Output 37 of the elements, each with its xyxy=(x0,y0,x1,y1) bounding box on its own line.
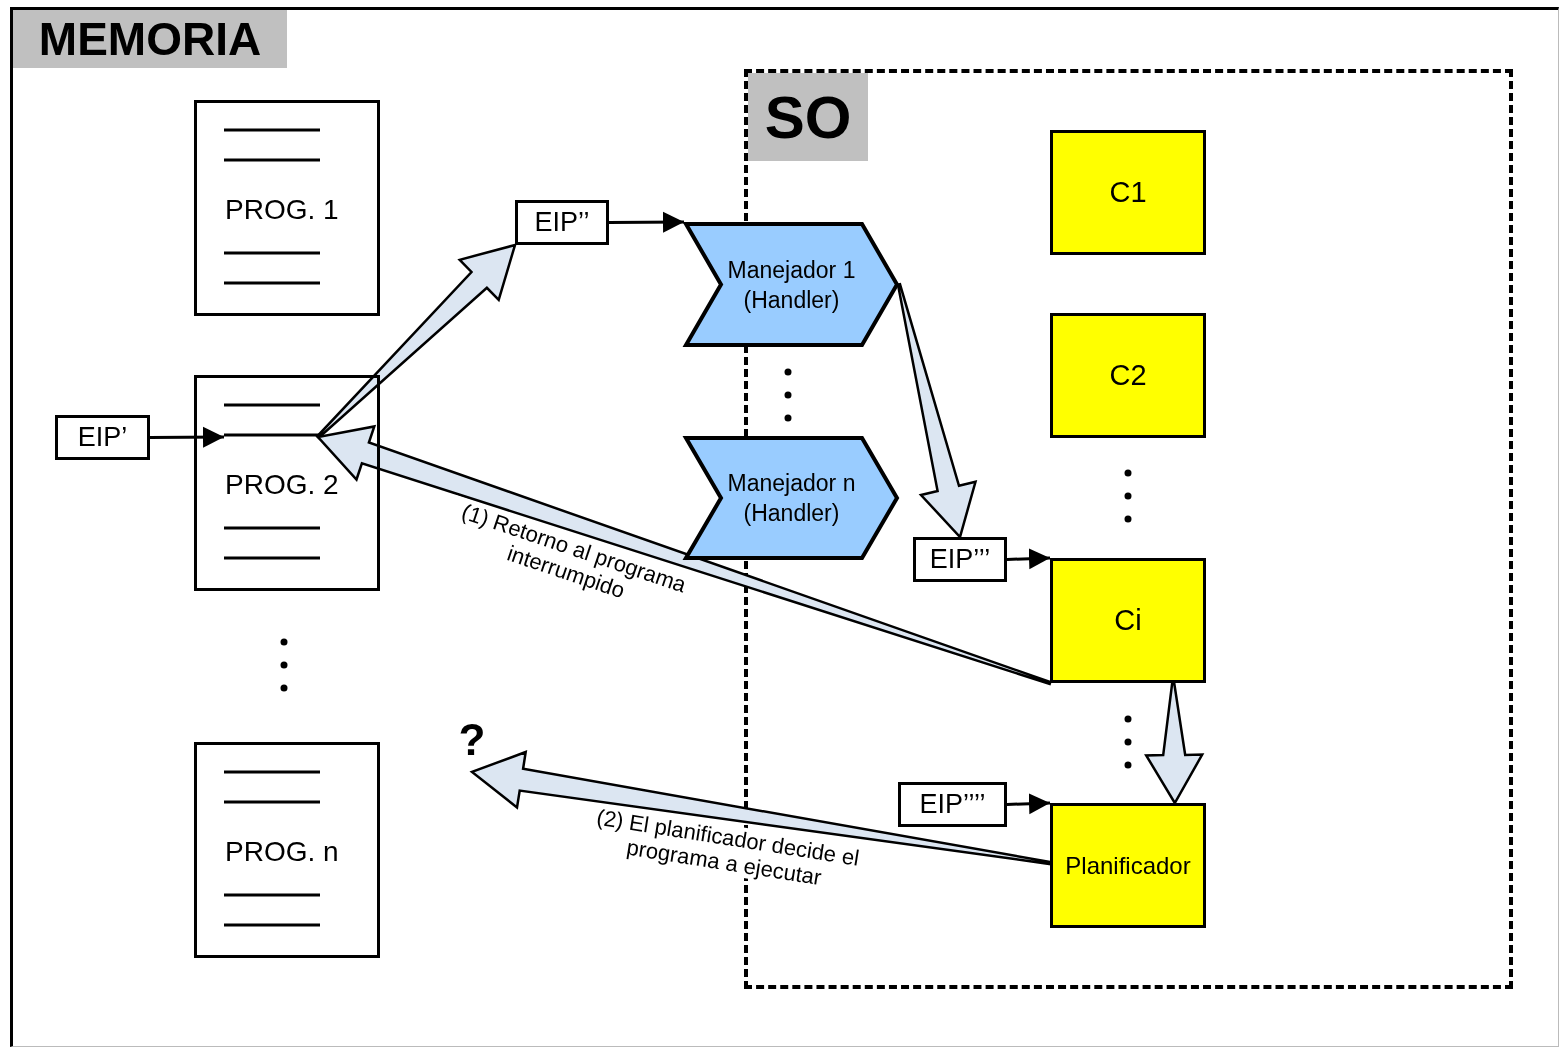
program-label: PROG. 2 xyxy=(225,469,339,501)
program-document xyxy=(194,100,380,316)
routine-box xyxy=(1050,313,1206,438)
arrow xyxy=(150,426,224,448)
register-box xyxy=(55,415,150,460)
routine-label: C2 xyxy=(1109,359,1147,392)
question-mark-label: ? xyxy=(458,715,486,765)
routine-label: C1 xyxy=(1109,176,1147,209)
section-heading: SO xyxy=(748,73,868,161)
block-arrow xyxy=(315,424,1052,686)
register-box xyxy=(515,200,609,245)
arrow xyxy=(609,211,684,233)
register-label: EIP’ xyxy=(77,422,128,453)
arrow xyxy=(1006,793,1051,815)
routine-label: Planificador xyxy=(1065,851,1191,880)
arrow xyxy=(1006,548,1051,570)
block-arrow xyxy=(469,750,1052,866)
program-label: PROG. n xyxy=(225,836,339,868)
block-arrow xyxy=(1144,681,1205,806)
section-heading: MEMORIA xyxy=(13,10,287,68)
handler-chevron xyxy=(684,436,899,560)
handler-chevron xyxy=(684,222,899,347)
handler-label: Manejador 1 (Handler) xyxy=(726,255,857,315)
register-label: EIP’’’’ xyxy=(919,789,986,820)
block-arrow xyxy=(896,282,978,540)
program-document xyxy=(194,742,380,958)
register-box xyxy=(913,537,1007,582)
register-box xyxy=(898,782,1007,827)
register-label: EIP’’’ xyxy=(929,544,991,575)
routine-box xyxy=(1050,130,1206,255)
program-label: PROG. 1 xyxy=(225,194,339,226)
register-label: EIP’’ xyxy=(534,207,590,238)
routine-box xyxy=(1050,803,1206,928)
routine-box xyxy=(1050,558,1206,683)
program-document xyxy=(194,375,380,591)
routine-label: Ci xyxy=(1114,604,1142,637)
handler-label: Manejador n (Handler) xyxy=(726,469,857,528)
